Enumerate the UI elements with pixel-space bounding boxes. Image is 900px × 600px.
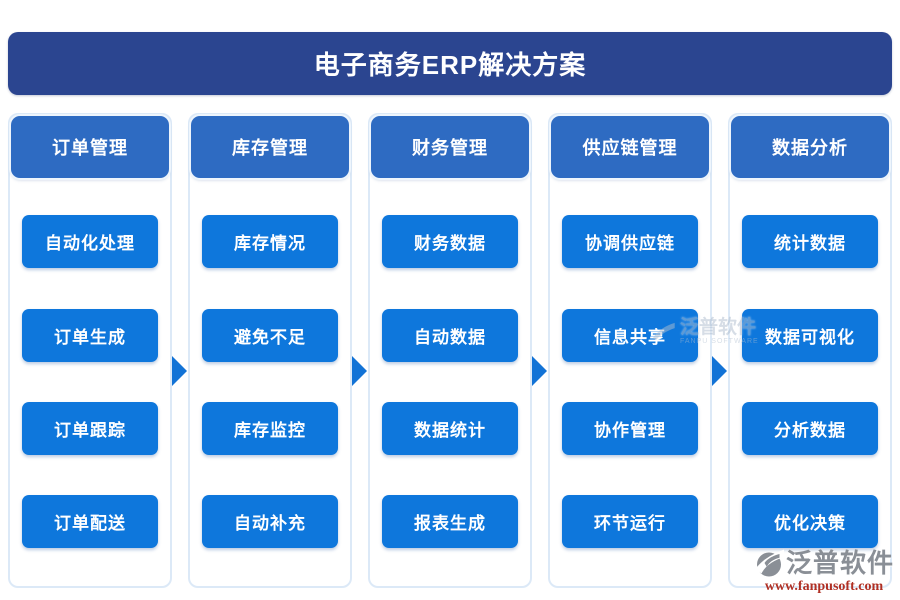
column-item: 报表生成 [382,495,518,548]
column-item: 避免不足 [202,309,338,362]
columns-row: 订单管理 自动化处理 订单生成 订单跟踪 订单配送 库存管理 库存情况 避免不足… [8,113,892,588]
column-item: 自动数据 [382,309,518,362]
arrow-gap [172,113,188,588]
column-item: 订单生成 [22,309,158,362]
column-item: 优化决策 [742,495,878,548]
column-item: 协作管理 [562,402,698,455]
column-header: 数据分析 [731,116,889,178]
column-data-analysis: 数据分析 统计数据 数据可视化 分析数据 优化决策 [728,113,892,588]
column-item: 统计数据 [742,215,878,268]
column-item: 分析数据 [742,402,878,455]
arrow-right-icon [172,356,187,386]
column-order-management: 订单管理 自动化处理 订单生成 订单跟踪 订单配送 [8,113,172,588]
column-item: 数据统计 [382,402,518,455]
column-supply-chain-management: 供应链管理 协调供应链 信息共享 协作管理 环节运行 [548,113,712,588]
arrow-right-icon [352,356,367,386]
bottom-right-watermark: 泛普软件 www.fanpusoft.com [754,548,894,594]
watermark-url: www.fanpusoft.com [764,579,884,594]
column-inventory-management: 库存管理 库存情况 避免不足 库存监控 自动补充 [188,113,352,588]
column-header: 供应链管理 [551,116,709,178]
column-item: 库存情况 [202,215,338,268]
column-header: 库存管理 [191,116,349,178]
arrow-gap [712,113,728,588]
watermark-brand: 泛普软件 [785,548,894,578]
column-item: 订单配送 [22,495,158,548]
fanpu-logo-icon [755,549,784,577]
column-header: 财务管理 [371,116,529,178]
arrow-right-icon [712,356,727,386]
arrow-gap [352,113,368,588]
column-item: 数据可视化 [742,309,878,362]
column-item: 自动补充 [202,495,338,548]
arrow-gap [532,113,548,588]
column-item: 订单跟踪 [22,402,158,455]
column-item: 信息共享 [562,309,698,362]
column-item: 财务数据 [382,215,518,268]
column-item: 环节运行 [562,495,698,548]
column-item: 自动化处理 [22,215,158,268]
column-header: 订单管理 [11,116,169,178]
column-item: 协调供应链 [562,215,698,268]
page-title: 电子商务ERP解决方案 [313,50,587,80]
column-finance-management: 财务管理 财务数据 自动数据 数据统计 报表生成 [368,113,532,588]
column-item: 库存监控 [202,402,338,455]
arrow-right-icon [532,356,547,386]
title-banner: 电子商务ERP解决方案 [8,32,892,95]
